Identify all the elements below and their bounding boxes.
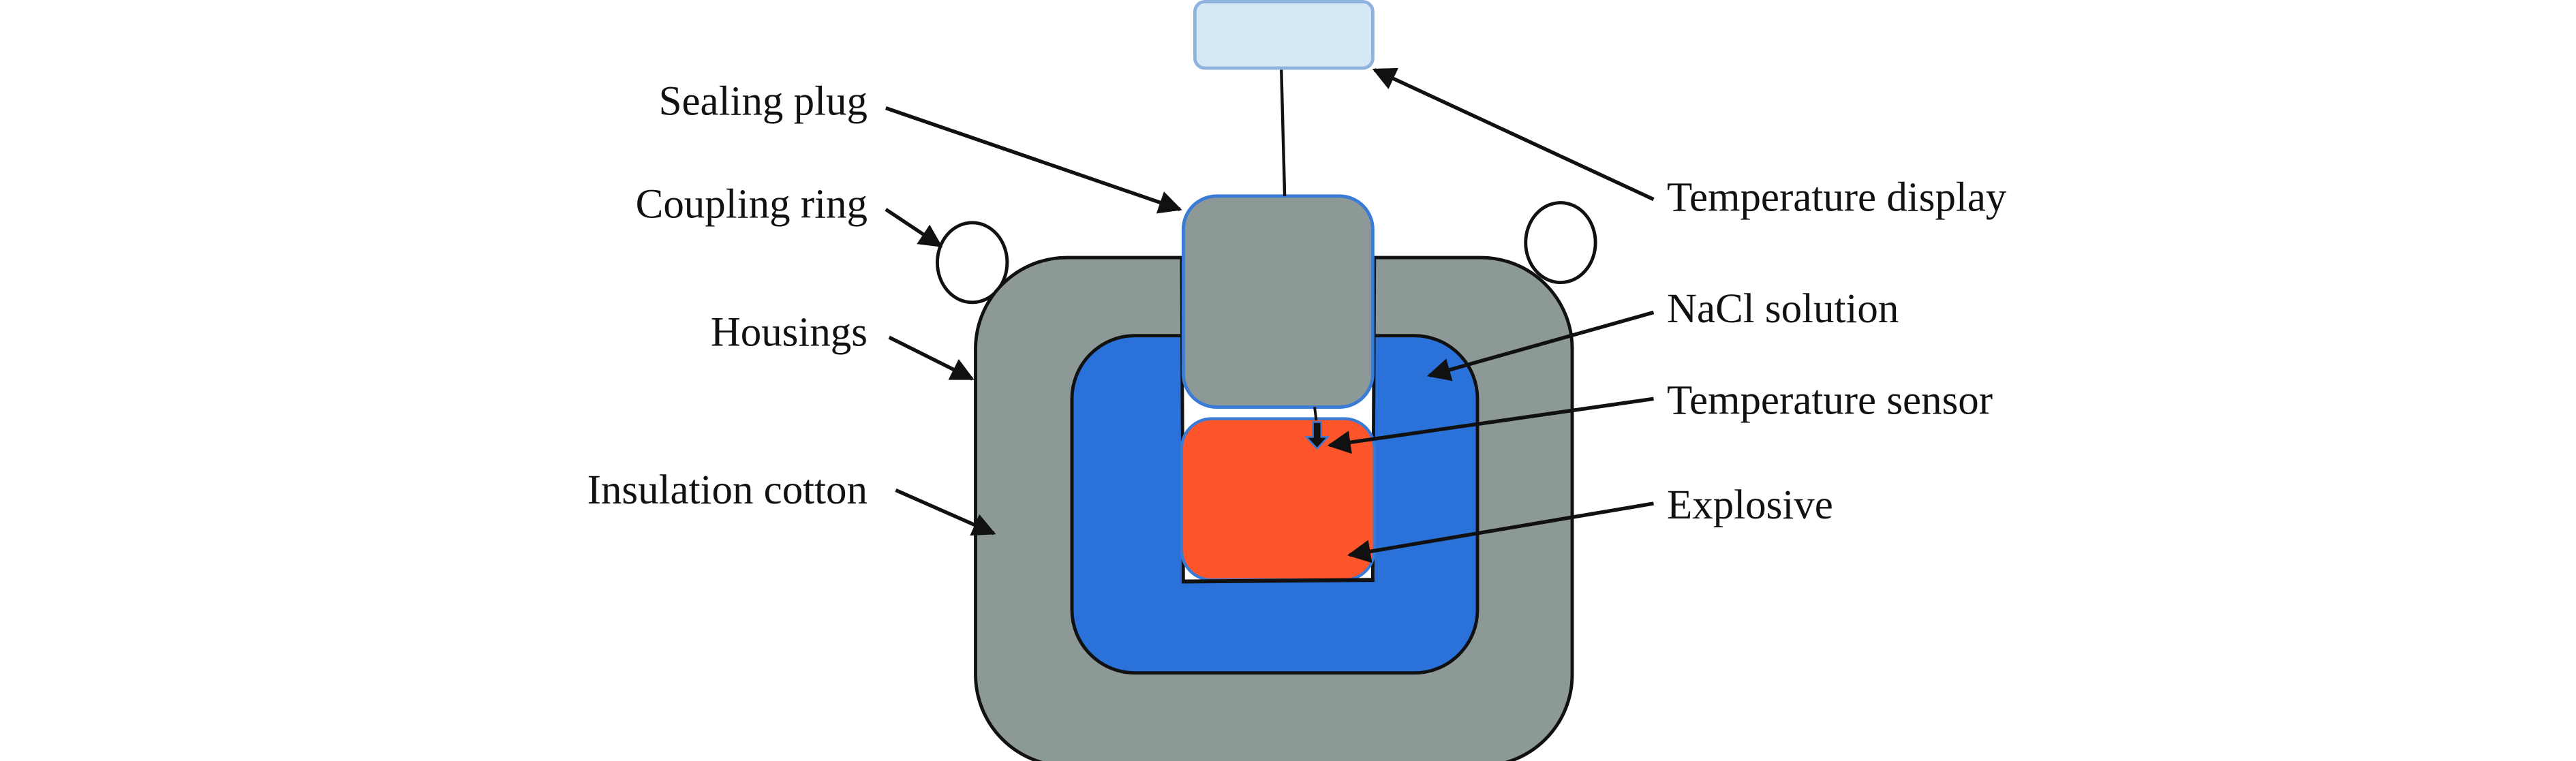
arrow-temperature-display bbox=[1372, 67, 1655, 202]
label-housings: Housings bbox=[711, 309, 868, 355]
label-nacl-solution: NaCl solution bbox=[1667, 286, 1899, 332]
arrow-sealing-plug bbox=[885, 106, 1182, 214]
arrow-nacl-solution bbox=[1427, 310, 1655, 382]
label-coupling-ring: Coupling ring bbox=[636, 181, 868, 227]
display-cable bbox=[1280, 69, 1287, 196]
label-insulation-cotton: Insulation cotton bbox=[587, 467, 868, 513]
arrow-coupling-ring bbox=[885, 208, 943, 248]
label-explosive: Explosive bbox=[1667, 482, 1833, 528]
sealing-plug bbox=[1181, 194, 1375, 409]
coupling-ring-left bbox=[935, 221, 1009, 305]
arrow-housings bbox=[888, 335, 975, 381]
label-temperature-sensor: Temperature sensor bbox=[1667, 377, 1993, 423]
label-temperature-display: Temperature display bbox=[1667, 175, 2007, 221]
temperature-display bbox=[1193, 0, 1375, 70]
sensor-wire bbox=[1313, 407, 1318, 421]
arrow-temperature-sensor bbox=[1327, 397, 1654, 454]
label-sealing-plug: Sealing plug bbox=[659, 78, 868, 124]
coupling-ring-right bbox=[1524, 201, 1597, 285]
arrow-insulation-cotton bbox=[895, 488, 996, 536]
cavity-bottom bbox=[1181, 578, 1375, 584]
temperature-sensor-probe bbox=[1304, 421, 1330, 450]
arrow-explosive bbox=[1347, 501, 1654, 563]
